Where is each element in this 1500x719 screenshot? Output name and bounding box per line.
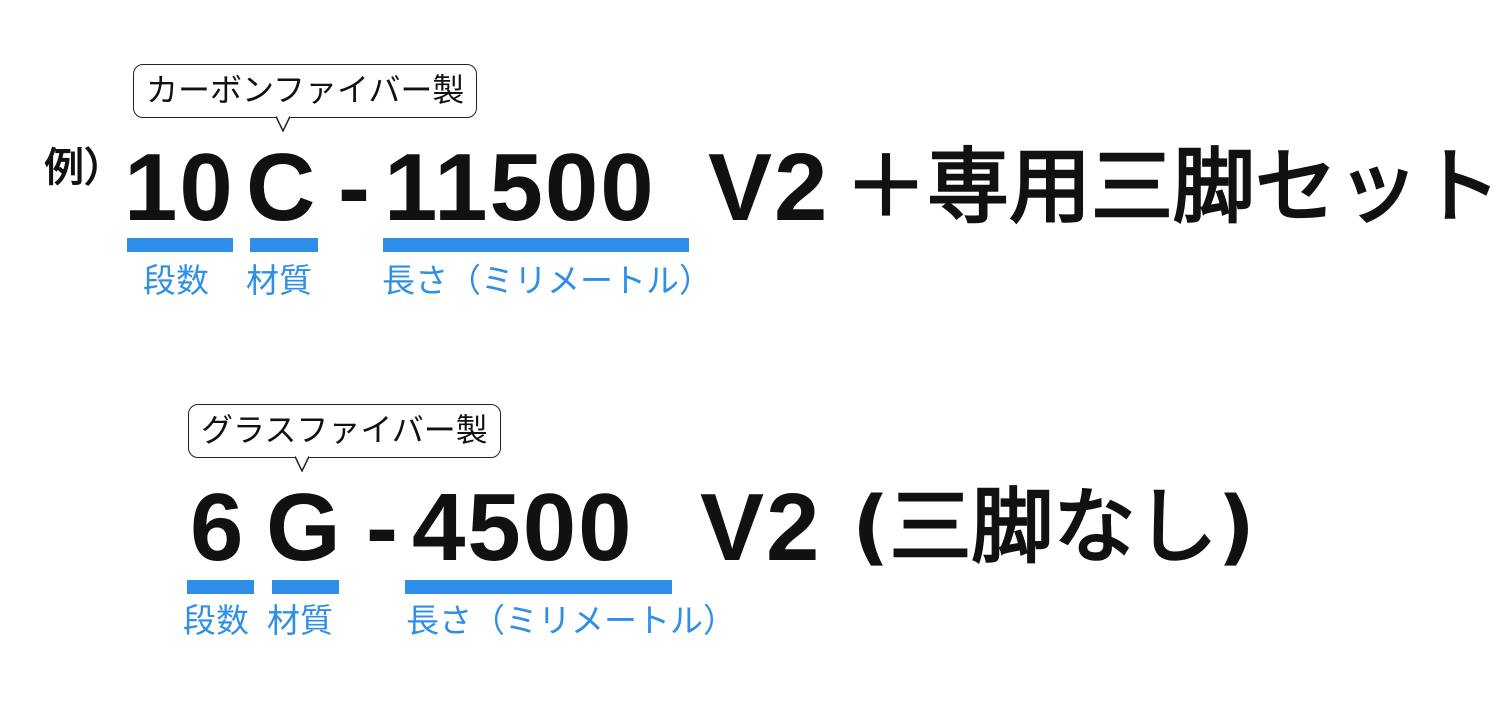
caption-length: 長さ（ミリメートル）	[406, 601, 736, 640]
underline-material	[250, 238, 318, 252]
material-bubble-glass: グラスファイバー製	[188, 404, 501, 458]
code-version: V2	[700, 474, 822, 581]
code-material: C	[246, 134, 318, 241]
caption-material: 材質	[267, 601, 333, 640]
code-stages: 10	[124, 134, 235, 241]
code-length: 4500	[412, 474, 634, 581]
bubble-tail-pointer	[295, 456, 309, 472]
underline-stages	[187, 580, 254, 594]
example-label: 例）	[44, 145, 124, 191]
underline-length	[405, 580, 672, 594]
code-suffix: (三脚なし)	[852, 480, 1255, 575]
code-suffix: ＋専用三脚セット	[845, 140, 1500, 235]
underline-length	[383, 238, 689, 252]
caption-length: 長さ（ミリメートル）	[382, 261, 712, 300]
code-dash: -	[338, 134, 372, 241]
caption-material: 材質	[246, 261, 312, 300]
caption-stages: 段数	[143, 261, 209, 300]
bubble-tail-pointer	[276, 116, 290, 132]
code-stages: 6	[190, 474, 246, 581]
underline-stages	[127, 238, 233, 252]
code-dash: -	[366, 474, 400, 581]
code-material: G	[266, 474, 343, 581]
code-length: 11500	[384, 134, 656, 241]
code-version: V2	[708, 134, 830, 241]
caption-stages: 段数	[183, 601, 249, 640]
material-bubble-carbon: カーボンファイバー製	[133, 64, 478, 118]
underline-material	[272, 580, 339, 594]
